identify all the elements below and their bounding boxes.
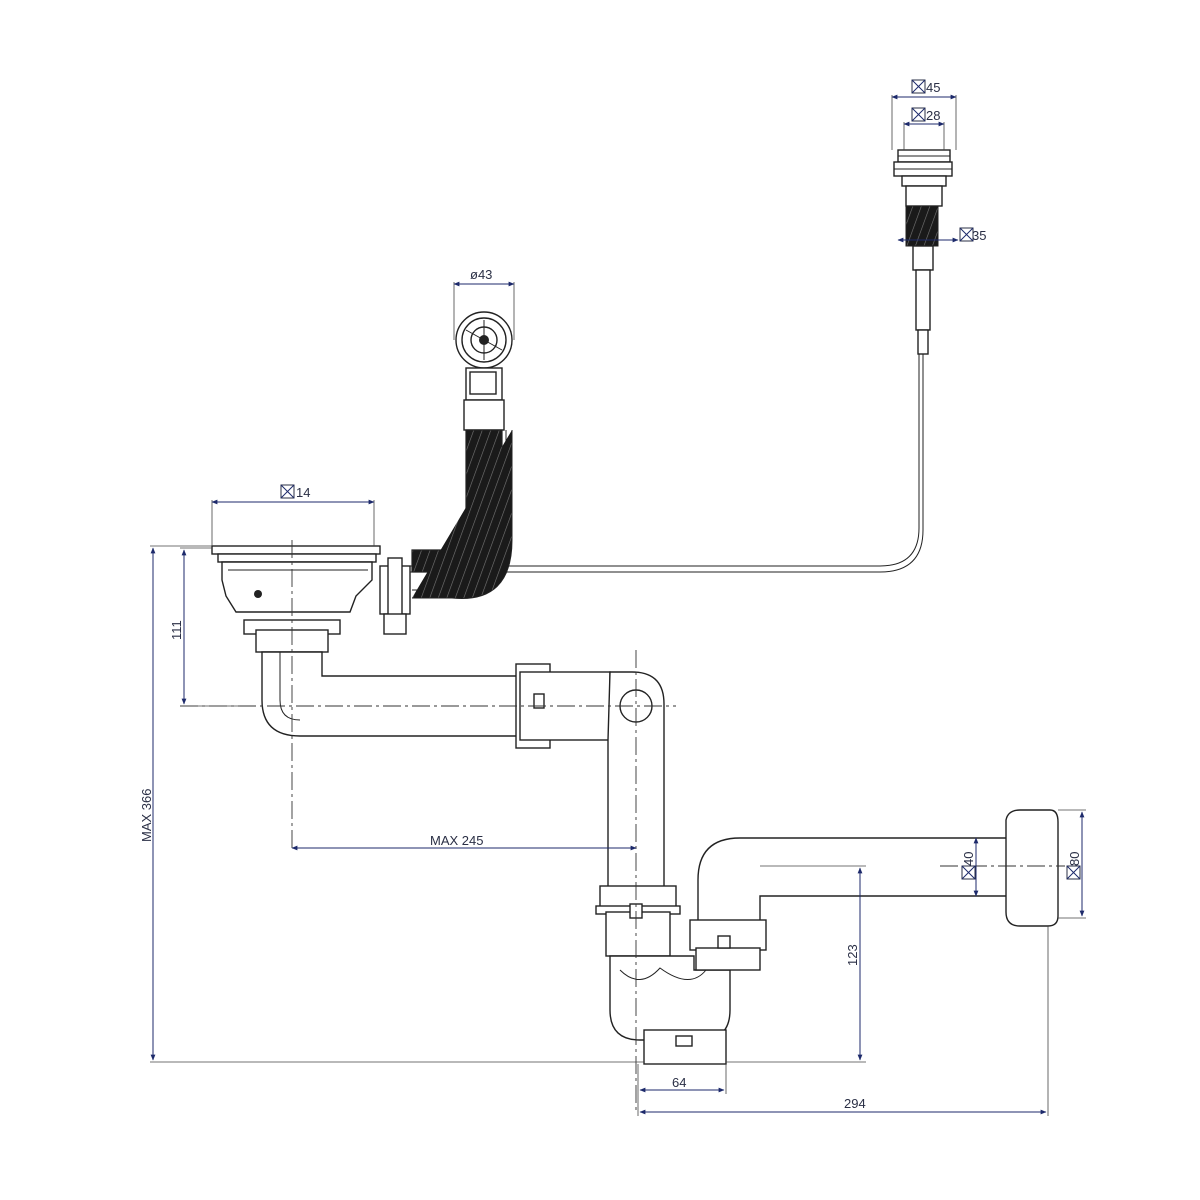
overflow-head (893, 149, 953, 355)
outlet-pipe (261, 651, 665, 901)
strainer-size-label: 14 (296, 485, 310, 500)
trap-height-dim: 123 (726, 865, 866, 1063)
wall-outlet-pipe (689, 809, 1059, 971)
strainer-size-dim: 14 (211, 484, 375, 546)
outlet-pipe-label: 40 (961, 852, 976, 866)
total-width-dim: 294 (639, 926, 1049, 1116)
overflow-head-inner-label: 28 (926, 108, 940, 123)
strainer-drop-dim: 111 (169, 547, 240, 707)
wall-flange-dim: 80 (1058, 809, 1086, 919)
pop-up-overflow (411, 311, 513, 600)
total-width-label: 294 (844, 1096, 866, 1111)
total-height-dim: MAX 366 (139, 545, 644, 1063)
wall-flange-label: 80 (1067, 852, 1082, 866)
pop-up-diameter-label: ø43 (470, 267, 492, 282)
bottle-trap (595, 885, 731, 1065)
overflow-cable-inner (410, 354, 920, 567)
overflow-head-outer-dim: 45 (891, 79, 957, 150)
outlet-pipe-dim: 40 (961, 837, 979, 897)
strainer-drop-label: 111 (169, 620, 184, 640)
overflow-cable (410, 354, 924, 573)
overflow-head-thread-label: 35 (972, 228, 986, 243)
trap-outlet-width-dim: 64 (637, 1064, 727, 1116)
overflow-head-outer-label: 45 (926, 80, 940, 95)
total-height-label: MAX 366 (139, 789, 154, 842)
horizontal-reach-label: MAX 245 (430, 833, 483, 848)
trap-height-label: 123 (845, 944, 860, 966)
overflow-head-thread-dim: 35 (897, 227, 986, 243)
pop-up-diameter-dim: ø43 (453, 267, 515, 340)
sink-strainer (211, 545, 411, 653)
trap-outlet-width-label: 64 (672, 1075, 686, 1090)
overflow-head-inner-dim: 28 (903, 107, 945, 150)
horizontal-reach-dim: MAX 245 (291, 833, 637, 851)
